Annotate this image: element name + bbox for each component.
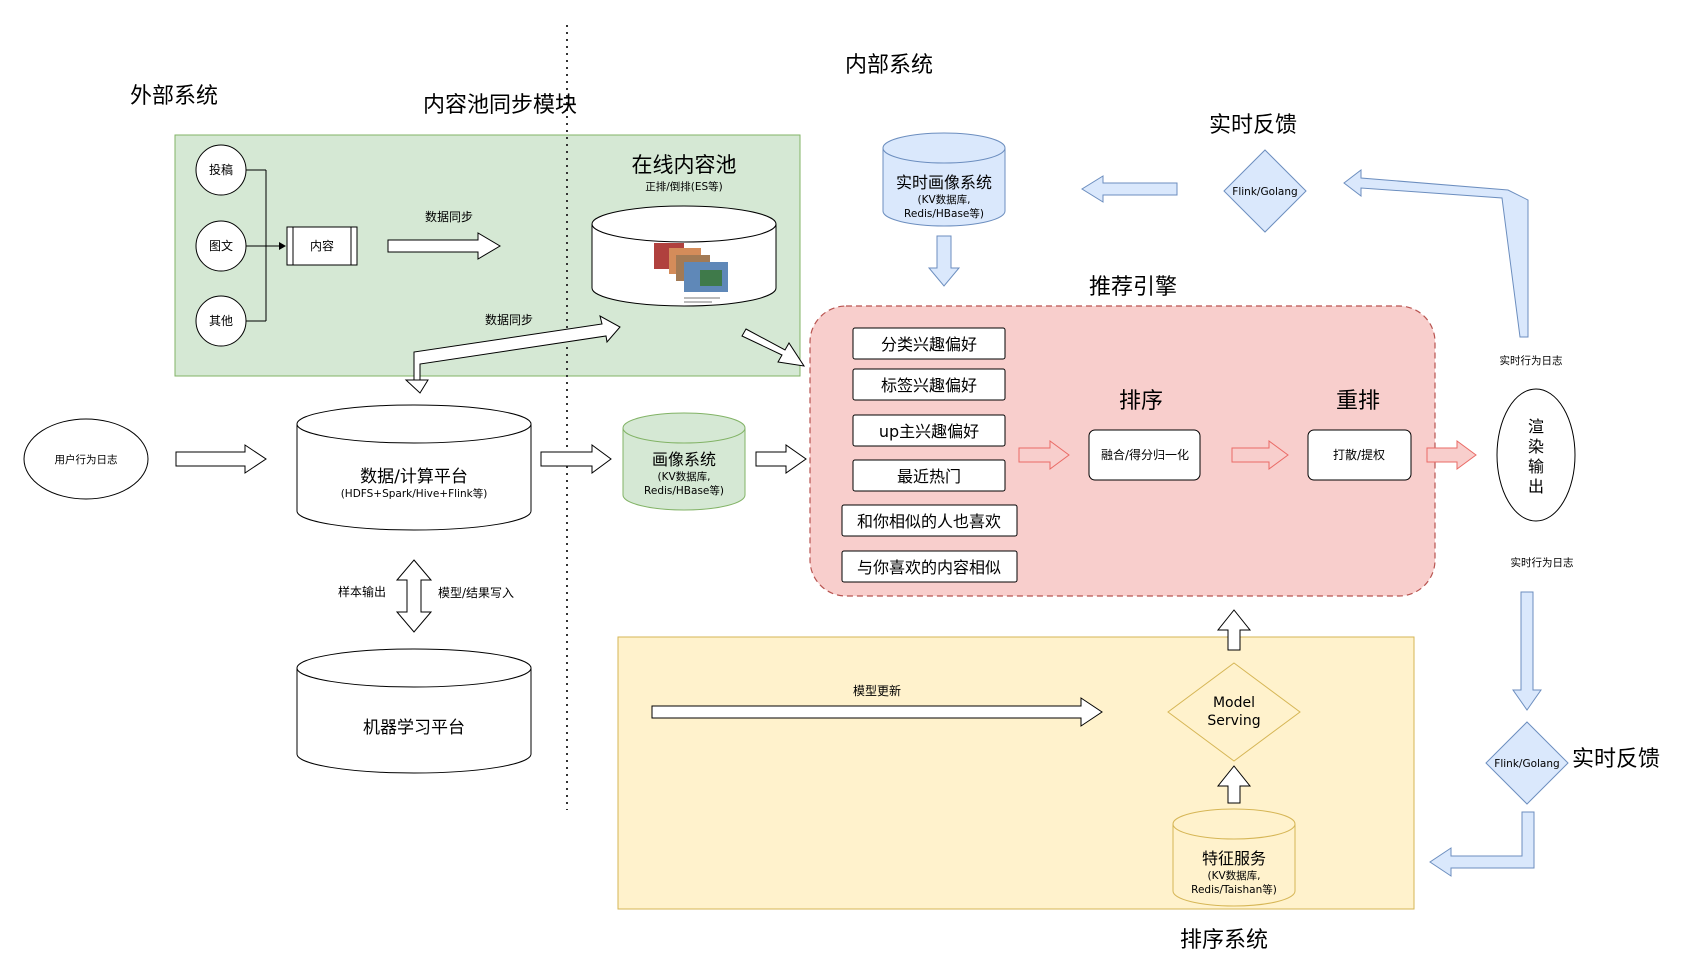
sample-model-arrow	[395, 559, 433, 633]
feature-service-title: 特征服务	[1202, 849, 1266, 868]
profile-to-engine-arrow	[755, 444, 807, 474]
model-write-label: 模型/结果写入	[438, 586, 514, 600]
flink-top-diamond	[1223, 149, 1307, 233]
rerank-to-render-arrow	[1426, 440, 1477, 470]
recall-item-label: 分类兴趣偏好	[881, 335, 977, 354]
source-tuwen-label: 图文	[209, 238, 233, 253]
sync-module-title: 内容池同步模块	[423, 93, 577, 118]
render-char: 渲	[1528, 417, 1544, 436]
fuse-box	[1088, 429, 1201, 481]
recall-item	[852, 414, 1006, 447]
recall-item	[841, 504, 1018, 537]
recall-item-label: 标签兴趣偏好	[881, 376, 977, 395]
user-log-label: 用户行为日志	[55, 453, 118, 466]
sort-title: 排序	[1119, 389, 1163, 414]
online-pool-title: 在线内容池	[632, 153, 737, 177]
recall-item	[852, 327, 1006, 360]
render-output-node	[1496, 388, 1576, 522]
ml-platform-title: 机器学习平台	[363, 718, 465, 738]
rtprofile-to-engine-arrow	[927, 235, 961, 287]
compute-to-profile-arrow	[540, 444, 612, 474]
compute-platform-title: 数据/计算平台	[360, 467, 468, 487]
profile-system-title: 画像系统	[652, 450, 716, 469]
content-box	[286, 226, 358, 266]
compute-platform-sub: (HDFS+Spark/Hive+Flink等)	[341, 487, 488, 500]
source-qita-label: 其他	[209, 314, 233, 328]
source-connectors	[246, 169, 283, 322]
realtime-profile-title: 实时画像系统	[896, 173, 992, 192]
feedback-right-title: 实时反馈	[1572, 747, 1660, 772]
recall-item-label: 最近热门	[897, 467, 961, 486]
ml-platform	[296, 648, 532, 774]
realtime-profile-sub2: Redis/HBase等)	[904, 207, 984, 220]
fuse-label: 融合/得分归一化	[1101, 447, 1189, 462]
render-char: 输	[1528, 457, 1544, 476]
profile-system	[622, 412, 746, 511]
model-serving-label-1: Model	[1213, 695, 1255, 711]
online-pool-subtitle: 正排/倒排(ES等)	[645, 180, 723, 193]
profile-system-sub2: Redis/HBase等)	[644, 484, 724, 497]
rt-log-label-2: 实时行为日志	[1511, 556, 1574, 569]
feature-service	[1172, 808, 1296, 907]
fuse-to-rerank-arrow	[1231, 440, 1289, 470]
recall-list: 分类兴趣偏好 标签兴趣偏好 up主兴趣偏好 最近热门 和你相似的人也喜欢 与你喜…	[841, 327, 1018, 583]
sample-output-label: 样本输出	[338, 584, 386, 599]
model-serving-label-2: Serving	[1207, 713, 1260, 729]
recall-item	[841, 550, 1018, 583]
rank-system-title: 排序系统	[1180, 928, 1268, 953]
feature-to-serving-arrow	[1216, 765, 1252, 804]
flink-right-label: Flink/Golang	[1494, 758, 1559, 770]
model-update-arrow	[651, 697, 1103, 727]
recall-item-label: 与你喜欢的内容相似	[857, 558, 1001, 577]
data-sync-label-2: 数据同步	[485, 312, 533, 327]
source-tougao-label: 投稿	[209, 162, 233, 177]
scatter-box	[1307, 429, 1412, 481]
profile-system-sub1: (KV数据库,	[657, 470, 710, 483]
flink-right-diamond	[1485, 721, 1569, 805]
content-label: 内容	[310, 238, 334, 253]
feature-service-sub2: Redis/Taishan等)	[1191, 883, 1277, 896]
flink-to-feature-arrow	[1429, 811, 1535, 877]
realtime-profile-system	[882, 132, 1006, 227]
rerank-title: 重排	[1336, 389, 1380, 414]
recall-to-fuse-arrow	[1018, 440, 1070, 470]
feedback-top-title: 实时反馈	[1209, 113, 1297, 138]
to-content-arrowhead	[279, 242, 286, 250]
model-update-label: 模型更新	[853, 683, 901, 698]
serving-to-engine-arrow	[1216, 609, 1252, 651]
feature-service-sub1: (KV数据库,	[1207, 869, 1260, 882]
recall-item-label: 和你相似的人也喜欢	[857, 512, 1001, 531]
data-sync-label: 数据同步	[425, 209, 473, 224]
recall-item-label: up主兴趣偏好	[879, 422, 979, 441]
render-char: 出	[1528, 477, 1544, 496]
external-system-title: 外部系统	[130, 84, 218, 109]
log-to-flink-top-arrow	[1343, 168, 1529, 338]
realtime-profile-sub1: (KV数据库,	[917, 193, 970, 206]
recall-item	[852, 368, 1006, 401]
data-sync-diagonal-arrow	[404, 315, 621, 394]
data-sync-arrow	[387, 232, 501, 260]
content-thumbnails-image	[654, 243, 728, 303]
user-log-node	[23, 418, 149, 500]
log-to-flink-right-arrow	[1512, 591, 1542, 711]
pool-to-engine-arrow	[741, 328, 806, 367]
compute-platform	[296, 404, 532, 531]
flink-to-rtprofile-arrow	[1081, 175, 1178, 203]
scatter-label: 打散/提权	[1333, 447, 1385, 462]
recall-item	[852, 459, 1006, 492]
rt-log-label-1: 实时行为日志	[1500, 354, 1563, 367]
flink-top-label: Flink/Golang	[1232, 186, 1297, 198]
model-serving-diamond	[1167, 662, 1301, 762]
engine-title: 推荐引擎	[1089, 275, 1177, 300]
render-char: 染	[1528, 437, 1544, 456]
internal-system-title: 内部系统	[845, 53, 933, 78]
log-to-compute-arrow	[175, 444, 267, 474]
